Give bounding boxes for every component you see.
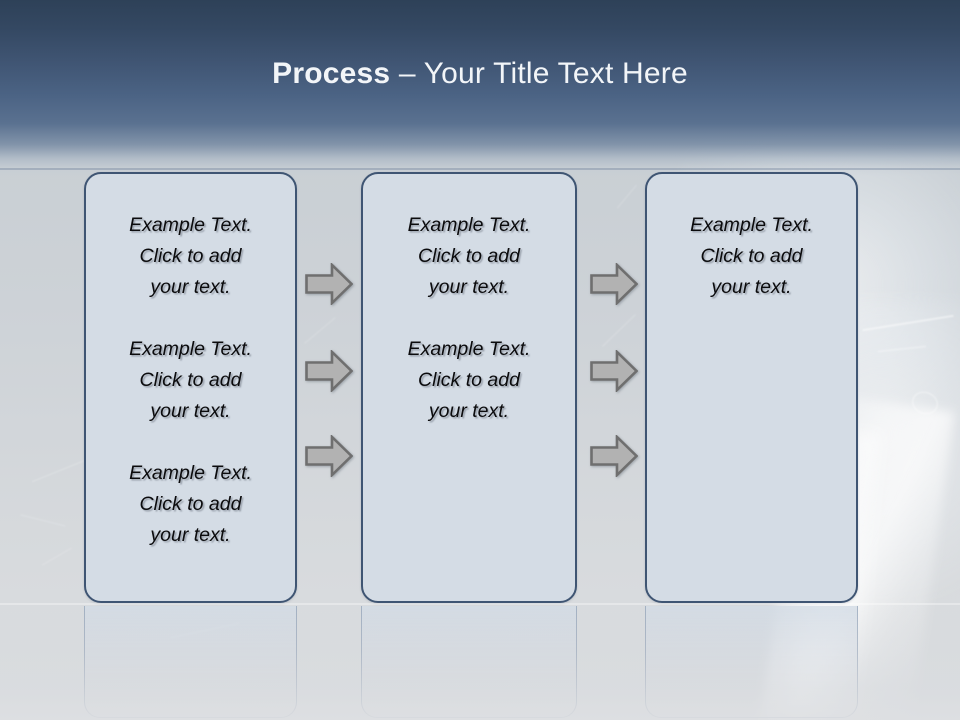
stage-2-content: Example Text. Click to add your text. Ex… <box>363 210 575 458</box>
right-block-arrow <box>305 350 353 392</box>
title-band-horizon <box>0 168 960 170</box>
stage-3-text-block-1[interactable]: Example Text. Click to add your text. <box>690 214 813 298</box>
right-block-arrow <box>305 435 353 477</box>
stage-2-text-block-1[interactable]: Example Text. Click to add your text. <box>407 214 531 298</box>
page-title-bold: Process <box>272 57 391 90</box>
stage-reflections <box>0 604 960 720</box>
process-stage-1[interactable]: Example Text. Click to add your text. Ex… <box>84 172 297 603</box>
stage-2-text-block-2[interactable]: Example Text. Click to add your text. <box>407 338 531 422</box>
right-block-arrow <box>590 263 638 305</box>
process-stage-2[interactable]: Example Text. Click to add your text. Ex… <box>361 172 577 603</box>
stage-3-content: Example Text. Click to add your text. <box>647 210 856 334</box>
stage-1-text-block-2[interactable]: Example Text. Click to add your text. <box>129 338 252 422</box>
stage-1-reflection <box>84 606 297 718</box>
right-block-arrow <box>590 350 638 392</box>
stage-2-reflection <box>361 606 577 718</box>
arrow-group-2 <box>585 0 645 720</box>
title-band <box>0 0 960 176</box>
stage-1-text-block-1[interactable]: Example Text. Click to add your text. <box>129 214 252 298</box>
page-title-rest: – Your Title Text Here <box>390 57 688 90</box>
reflection-seam <box>0 603 960 605</box>
stage-1-text-block-3[interactable]: Example Text. Click to add your text. <box>129 462 252 546</box>
stage-1-content: Example Text. Click to add your text. Ex… <box>86 210 295 582</box>
process-stage-3[interactable]: Example Text. Click to add your text. <box>645 172 858 603</box>
arrow-group-1 <box>300 0 360 720</box>
stage-3-reflection <box>645 606 858 718</box>
right-block-arrow <box>590 435 638 477</box>
right-block-arrow <box>305 263 353 305</box>
page-title: Process – Your Title Text Here <box>0 54 960 94</box>
